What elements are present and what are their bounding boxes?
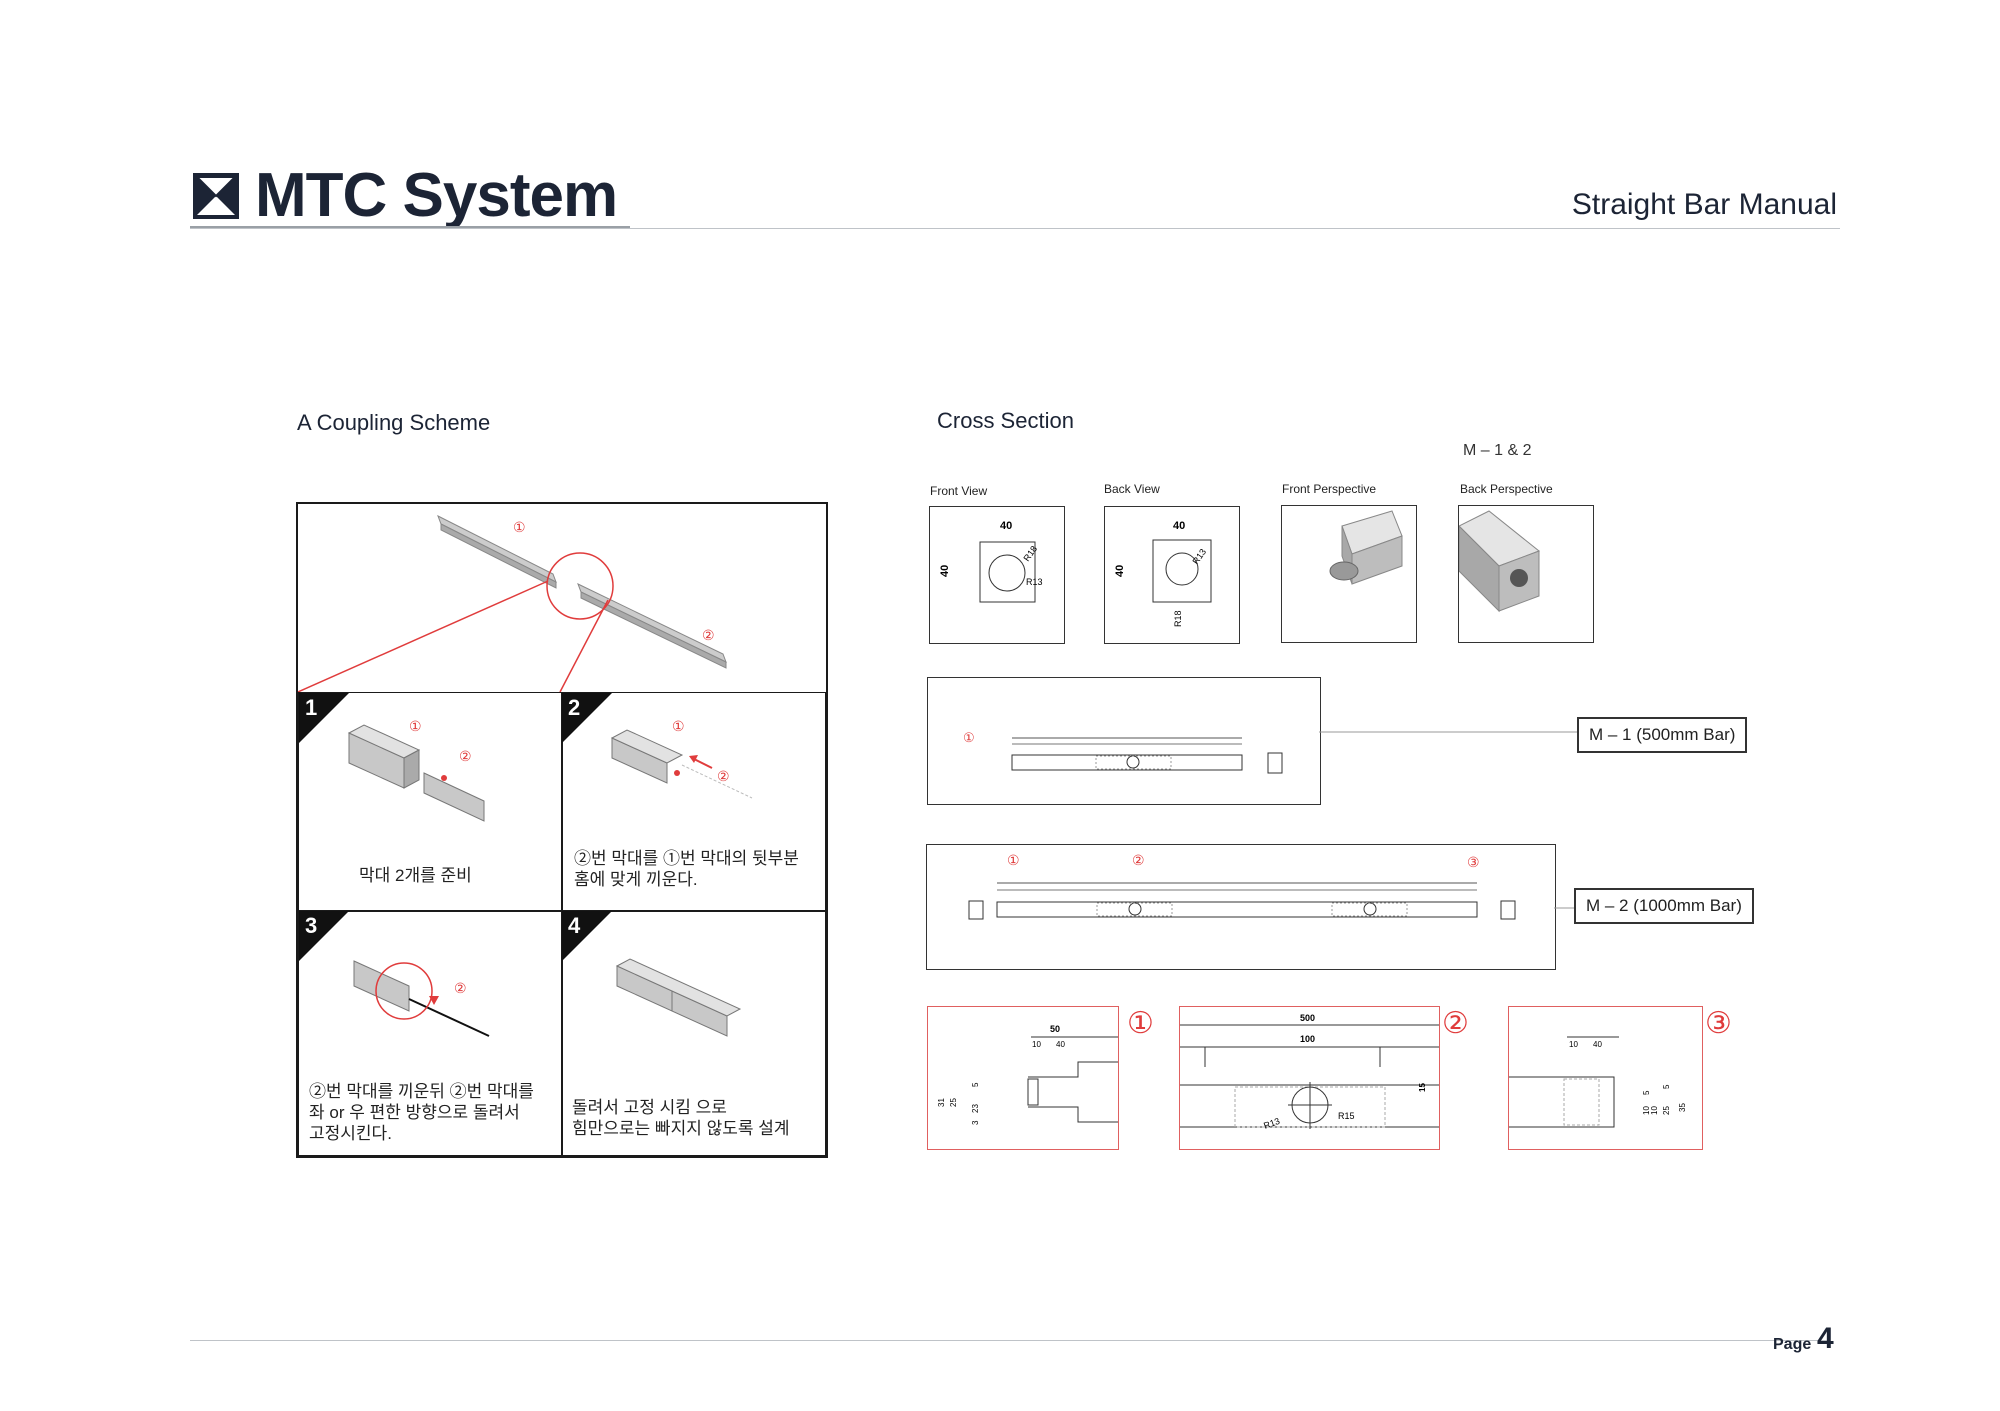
step-3-illustration: ② <box>353 960 490 1037</box>
detail-2-box: 500 100 15 R13 R15 <box>1179 1006 1440 1150</box>
detail-3-dim-40: 40 <box>1593 1040 1602 1049</box>
back-view-width-dim: 40 <box>1173 520 1185 532</box>
coupling-overview-diagram: ① ② <box>298 514 727 693</box>
detail-3-dim-10a: 10 <box>1642 1106 1651 1115</box>
back-perspective-label: Back Perspective <box>1460 482 1553 496</box>
m1-callout: M – 1 (500mm Bar) <box>1577 717 1748 753</box>
page-number: 4 <box>1817 1322 1834 1355</box>
step-4-cell: 4 돌려서 고정 시킴 으로 힘만으로는 빠지지 않도록 설계 <box>561 910 826 1156</box>
header-rule <box>190 228 1840 229</box>
detail-1-dim-10: 10 <box>1032 1040 1041 1049</box>
back-view-label: Back View <box>1104 482 1160 496</box>
step-3-badge <box>299 911 349 961</box>
step-3-text: ②번 막대를 끼운뒤 ②번 막대를 좌 or 우 편한 방향으로 돌려서 고정시… <box>309 1082 534 1143</box>
step-1-marker-2: ② <box>459 748 472 764</box>
detail-1-dim-40: 40 <box>1056 1040 1065 1049</box>
cross-section-title: Cross Section <box>937 408 1074 433</box>
step-3-marker-2: ② <box>454 980 467 996</box>
m2-marker-2: ② <box>1132 852 1145 868</box>
m2-drawing-box: ① ② ③ <box>926 844 1556 970</box>
m2-leader-line <box>1554 907 1576 909</box>
detail-2-marker: ② <box>1442 1007 1469 1040</box>
back-view-r13: R13 <box>1190 547 1208 566</box>
back-perspective-box <box>1458 505 1594 643</box>
detail-3-dim-10: 10 <box>1569 1040 1578 1049</box>
step-1-badge <box>299 693 349 743</box>
detail-3-dim-5b: 5 <box>1662 1084 1671 1089</box>
step-2-text: ②번 막대를 ①번 막대의 뒷부분 홈에 맞게 끼운다. <box>574 849 799 889</box>
step-2-number: 2 <box>568 695 581 720</box>
front-view-height-dim: 40 <box>939 565 951 577</box>
step-4-illustration <box>615 958 742 1037</box>
step-2-illustration: ① ② <box>610 718 753 799</box>
document-title: Straight Bar Manual <box>1571 188 1837 221</box>
detail-1-dim-5: 5 <box>971 1082 980 1087</box>
front-view-r18: R18 <box>1021 544 1039 563</box>
detail-3-box: 10 40 10 5 10 25 35 5 <box>1508 1006 1703 1150</box>
detail-1-dim-50: 50 <box>1050 1024 1060 1034</box>
step-2-cell: 2 ① ② ②번 막대를 ①번 막대의 뒷부분 홈에 맞게 끼운다. <box>561 692 826 912</box>
page-label: Page <box>1773 1336 1812 1353</box>
detail-3-dim-25: 25 <box>1662 1106 1671 1115</box>
overview-marker-1: ① <box>513 519 526 535</box>
detail-1-dim-23: 23 <box>971 1104 980 1113</box>
detail-3-dim-5a: 5 <box>1642 1090 1651 1095</box>
brand-name: MTC System <box>255 161 618 230</box>
detail-3-dim-10b: 10 <box>1650 1106 1659 1115</box>
detail-2-dim-15: 15 <box>1418 1083 1427 1092</box>
detail-1-dim-3: 3 <box>971 1120 980 1125</box>
step-4-text: 돌려서 고정 시킴 으로 힘만으로는 빠지지 않도록 설계 <box>572 1098 790 1138</box>
mtc-logo-icon <box>193 173 239 219</box>
detail-2-dim-500: 500 <box>1300 1013 1315 1023</box>
step-1-text: 막대 2개를 준비 <box>359 866 472 885</box>
step-1-cell: 1 ① ② 막대 2개를 준비 <box>298 692 563 912</box>
coupling-section-title: A Coupling Scheme <box>297 410 491 435</box>
detail-2-dim-100: 100 <box>1300 1034 1315 1044</box>
front-view-box: 40 40 R18 R13 <box>929 506 1065 644</box>
m2-marker-3: ③ <box>1467 854 1480 870</box>
detail-2-r13: R13 <box>1262 1116 1281 1131</box>
detail-1-dim-31: 31 <box>937 1098 946 1107</box>
detail-1-box: 50 10 40 31 25 23 5 3 <box>927 1006 1119 1150</box>
step-2-marker-2: ② <box>717 768 730 784</box>
detail-2-r15: R15 <box>1338 1111 1355 1121</box>
step-4-number: 4 <box>568 913 581 938</box>
model-group-label: M – 1 & 2 <box>1463 442 1532 459</box>
m2-marker-1: ① <box>1007 852 1020 868</box>
overview-marker-2: ② <box>702 627 715 643</box>
step-1-illustration: ① ② <box>347 718 485 822</box>
m1-leader-line <box>1319 731 1579 733</box>
step-2-badge <box>562 693 612 743</box>
step-1-marker-1: ① <box>409 718 422 734</box>
front-view-width-dim: 40 <box>1000 520 1012 532</box>
front-perspective-box <box>1281 505 1417 643</box>
detail-3-marker: ③ <box>1705 1007 1732 1040</box>
m2-callout: M – 2 (1000mm Bar) <box>1574 888 1754 924</box>
back-view-r18: R18 <box>1173 610 1183 627</box>
step-2-marker-1: ① <box>672 718 685 734</box>
m1-marker-1: ① <box>963 730 975 745</box>
detail-1-marker: ① <box>1127 1007 1154 1040</box>
coupling-scheme-panel: ① ② 1 ① ② 막대 2개를 준비 2 ① ② ②번 막대를 <box>296 502 828 1158</box>
step-3-cell: 3 ② ②번 막대를 끼운뒤 ②번 막대를 좌 or 우 편한 방향으로 돌려서… <box>298 910 563 1156</box>
back-view-height-dim: 40 <box>1114 565 1126 577</box>
step-4-badge <box>562 911 612 961</box>
step-1-number: 1 <box>305 695 318 720</box>
front-view-r13: R13 <box>1026 577 1043 587</box>
footer-rule <box>190 1340 1830 1341</box>
front-perspective-label: Front Perspective <box>1282 482 1377 496</box>
front-view-label: Front View <box>930 484 988 498</box>
m1-drawing-box: ① <box>927 677 1321 805</box>
back-view-box: 40 40 R13 R18 <box>1104 506 1240 644</box>
header-rule-accent <box>190 226 630 228</box>
detail-3-dim-35: 35 <box>1678 1103 1687 1112</box>
step-3-number: 3 <box>305 913 318 938</box>
detail-1-dim-25: 25 <box>949 1098 958 1107</box>
